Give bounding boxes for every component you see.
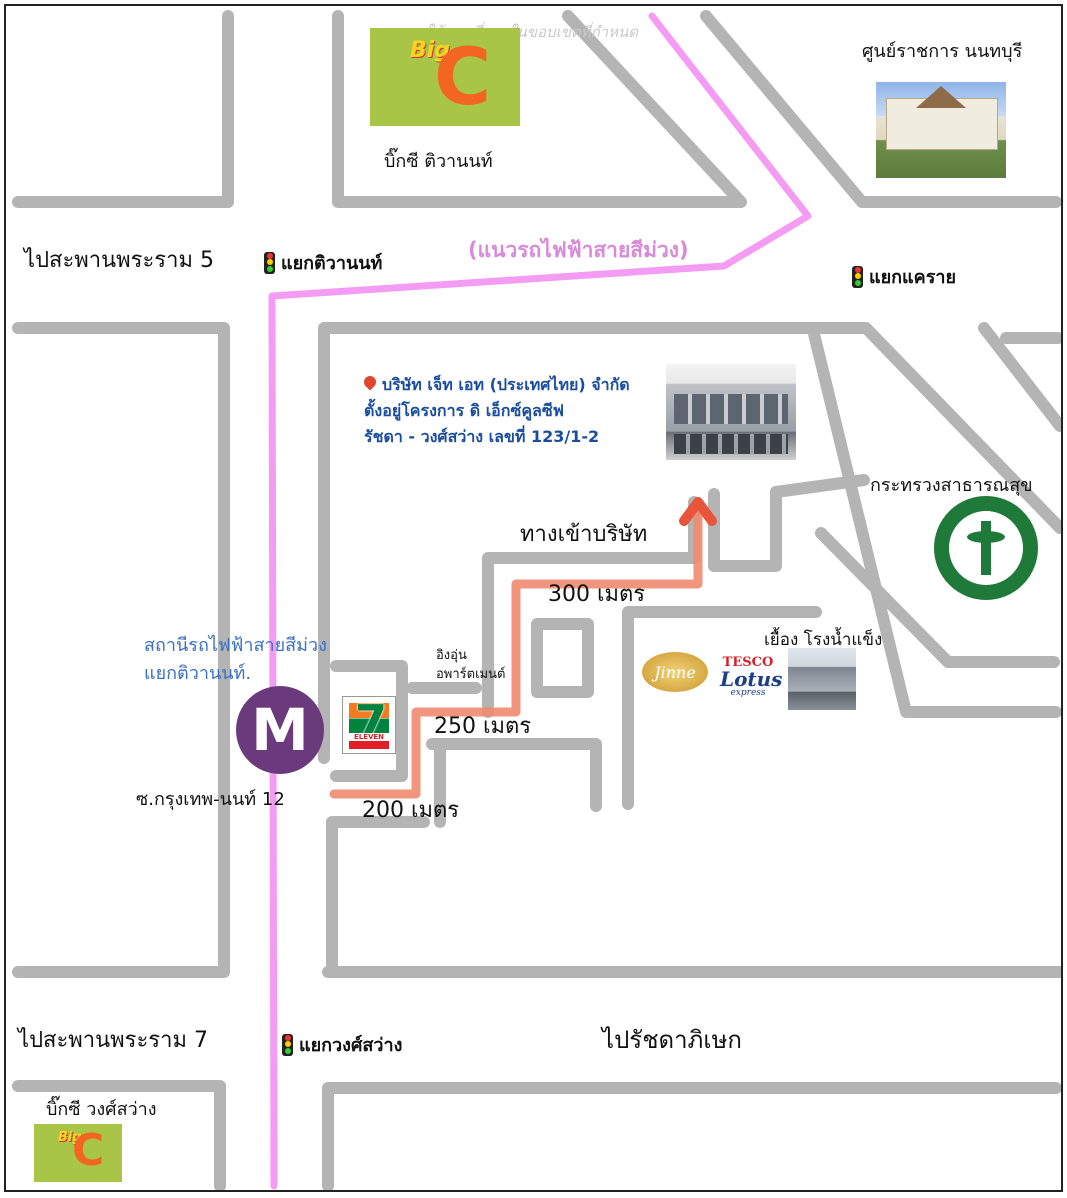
road (12, 1080, 226, 1190)
to-rama5-label: ไปสะพานพระราม 5 (24, 248, 214, 273)
to-ratchada-label: ไปรัชดาภิเษก (602, 1026, 742, 1054)
road (808, 328, 1061, 718)
distance-250-label: 250 เมตร (434, 714, 532, 739)
seven-eleven-logo: 7 ELEVEN (342, 696, 396, 754)
road (815, 527, 1060, 668)
express-wordmark: express (730, 688, 766, 698)
seven-text: ELEVEN (348, 733, 390, 741)
khae-rai-junction-label: แยกแคราย (869, 267, 957, 288)
road (318, 322, 869, 764)
road (622, 606, 822, 810)
road (770, 474, 870, 498)
khae-rai-junction: แยกแคราย (852, 262, 956, 291)
metro-letter: M (251, 696, 309, 764)
road (426, 738, 602, 812)
route-path (329, 503, 703, 799)
station-name: สถานีรถไฟฟ้าสายสีม่วง แยกติวานนท์. (144, 632, 327, 688)
bigc-wordmark: Big (410, 38, 451, 63)
ing-un-line1: อิงอุ่น (436, 648, 467, 663)
map-frame: ใช้แผนที่ภายในขอบเขตที่กำหนด Big C บิ๊กซ… (4, 4, 1063, 1192)
road (860, 322, 1061, 534)
tesco-lotus-logo: TESCO Lotus express (720, 655, 783, 698)
road-network (12, 10, 1061, 1190)
traffic-light-icon (852, 265, 863, 288)
road (322, 1082, 1061, 1190)
location-pin-icon (361, 373, 379, 391)
govt-center-photo (876, 82, 1006, 178)
bigc-tiwanon-logo: Big C (370, 28, 520, 126)
arrow-up-icon (679, 497, 717, 526)
wongsawang-junction-label: แยกวงศ์สว่าง (299, 1035, 403, 1056)
ministry-health-logo (934, 496, 1038, 600)
road (708, 486, 782, 572)
traffic-light-icon (282, 1033, 293, 1056)
tiwanon-junction-label: แยกติวานนท์ (281, 253, 383, 274)
road (326, 816, 430, 978)
traffic-light-icon (264, 251, 275, 274)
bigc-tiwanon-label: บิ๊กซี ติวานนท์ (384, 151, 493, 172)
company-project: ตั้งอยู่โครงการ ดิ เอ็กซ์คูลซีฟ (364, 401, 565, 420)
ice-factory-photo (788, 648, 856, 710)
ministry-health-label: กระทรวงสาธารณสุข (870, 475, 1033, 496)
tiwanon-junction: แยกติวานนท์ (264, 248, 382, 277)
company-building-photo (666, 364, 796, 460)
govt-center-label: ศูนย์ราชการ นนทบุรี (862, 41, 1023, 62)
soi-label: ซ.กรุงเทพ-นนท์ 12 (136, 789, 285, 810)
jinne-logo: Jinne (642, 652, 708, 692)
company-info: บริษัท เจ็ท เอท (ประเทศไทย) จำกัด ตั้งอย… (361, 372, 630, 450)
distance-300-label: 300 เมตร (548, 582, 646, 607)
station-line1: สถานีรถไฟฟ้าสายสีม่วง (144, 635, 327, 656)
lotus-wordmark: Lotus (720, 667, 783, 691)
wongsawang-junction: แยกวงศ์สว่าง (282, 1030, 402, 1059)
road (531, 618, 594, 698)
bigc-wordmark: Big (58, 1130, 82, 1145)
ice-factory-label: เยื้อง โรงน้ำแข็ง (764, 630, 883, 650)
bigc-wongsawang-logo: Big C (34, 1124, 122, 1182)
road (12, 322, 230, 978)
tesco-wordmark: TESCO (722, 655, 774, 670)
ing-un-line2: อพาร์ตเมนต์ (436, 667, 506, 682)
station-line2: แยกติวานนท์. (144, 663, 252, 684)
entrance-label: ทางเข้าบริษัท (520, 522, 648, 547)
company-name: บริษัท เจ็ท เอท (ประเทศไทย) จำกัด (382, 375, 630, 394)
purple-line-label: (แนวรถไฟฟ้าสายสีม่วง) (468, 238, 689, 262)
to-rama7-label: ไปสะพานพระราม 7 (18, 1028, 208, 1053)
road (332, 10, 747, 208)
purple-line-route (268, 12, 812, 1190)
metro-station-icon: M (236, 686, 324, 774)
bigc-wongsawang-label: บิ๊กซี วงศ์สว่าง (46, 1099, 157, 1120)
road (12, 10, 234, 208)
road (978, 322, 1061, 432)
map-canvas (12, 10, 1061, 1190)
company-address: รัชดา - วงศ์สว่าง เลขที่ 123/1-2 (364, 427, 600, 446)
bigc-letter: C (434, 33, 492, 123)
road (330, 660, 408, 782)
road (700, 10, 1061, 208)
bigc-letter: C (72, 1125, 105, 1176)
distance-200-label: 200 เมตร (362, 798, 460, 823)
ing-un-apartment: อิงอุ่น อพาร์ตเมนต์ (436, 646, 505, 684)
